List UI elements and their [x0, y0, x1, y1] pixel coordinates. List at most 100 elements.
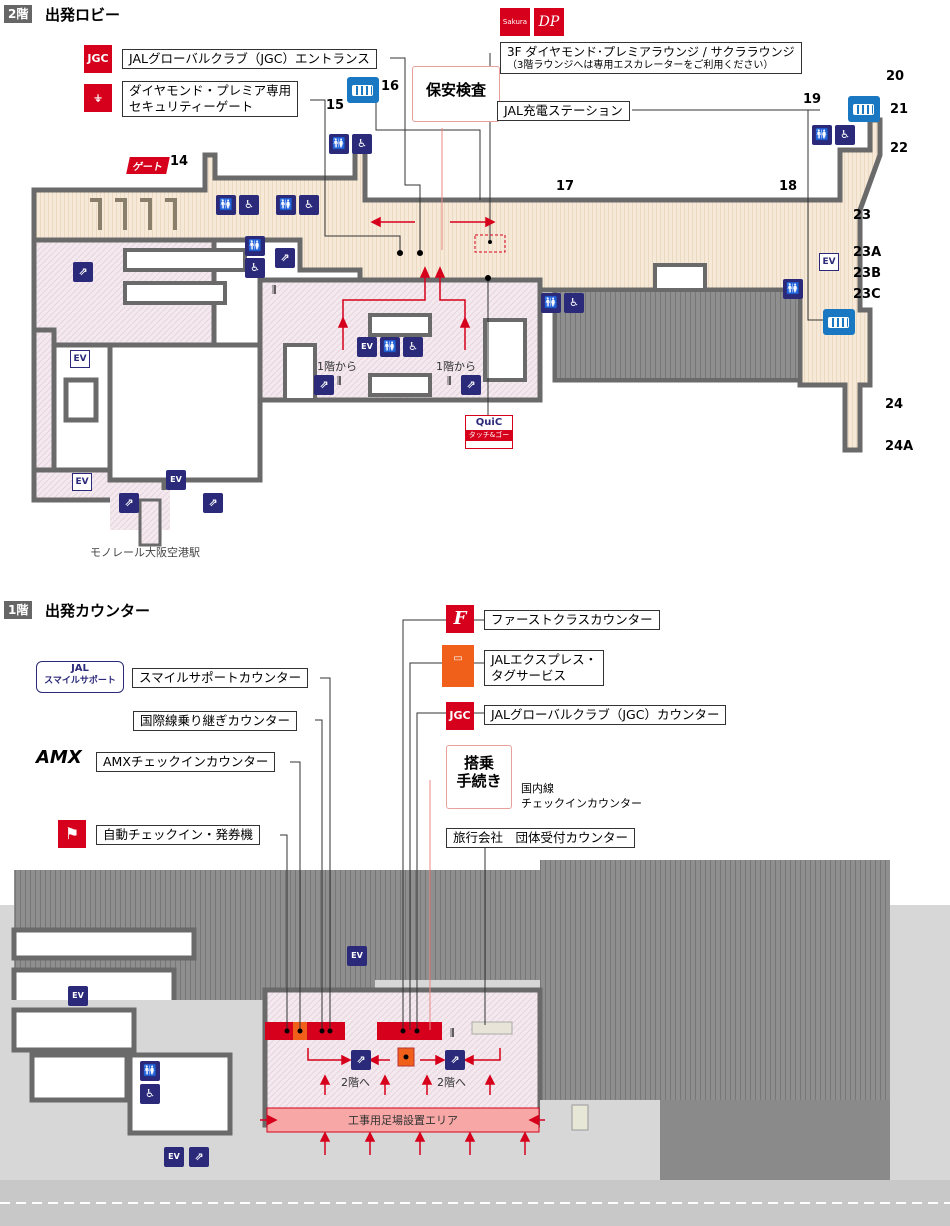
escalator-icon: ⇗: [351, 1050, 371, 1070]
first-class-logo-icon: F: [446, 605, 474, 633]
wheelchair-icon: ♿: [245, 258, 265, 278]
wheelchair-icon: ♿: [299, 195, 319, 215]
domestic-line1: 国内線: [521, 782, 554, 795]
escalator-icon: ⇗: [73, 262, 93, 282]
lounge-line1: 3F ダイヤモンド･プレミアラウンジ / サクララウンジ: [507, 45, 795, 59]
elevator-wheelchair-icon: EV: [166, 470, 186, 490]
lounge-line2: （3階ラウンジへは専用エスカレーターをご利用ください）: [507, 60, 774, 71]
gate-22: 22: [890, 141, 909, 156]
construction-area-label: 工事用足場設置エリア: [348, 1114, 458, 1127]
diamond-security-label: ダイヤモンド・プレミア専用 セキュリティーゲート: [122, 81, 299, 117]
boarding-line1: 搭乗: [463, 754, 494, 772]
toilet-icon: 🚻: [216, 195, 236, 215]
wheelchair-icon: ♿: [564, 293, 584, 313]
quic-logo-text: QuiC: [475, 417, 503, 428]
smile-logo-line1: JAL: [71, 663, 89, 674]
battery-icon: [848, 96, 880, 122]
toilet-icon: 🚻: [276, 195, 296, 215]
gate-20: 20: [886, 69, 905, 84]
from-floor1-left: 1階から: [317, 360, 357, 373]
domestic-line2: チェックインカウンター: [521, 797, 642, 810]
escalator-icon: ⇗: [119, 493, 139, 513]
quic-logo-icon: QuiC タッチ&ゴー: [465, 415, 513, 449]
charging-station-label: JAL充電ステーション: [497, 101, 630, 121]
gate-23A: 23A: [853, 245, 882, 260]
stairs-icon: ⫼: [337, 376, 342, 387]
elevator-wheelchair-icon: EV: [68, 986, 88, 1006]
escalator-icon: ⇗: [203, 493, 223, 513]
security-check-label: 保安検査: [412, 66, 500, 122]
toilet-icon: 🚻: [245, 236, 265, 256]
diamond-security-line2: セキュリティーゲート: [129, 99, 254, 114]
gate-badge: ゲート: [126, 157, 170, 174]
express-line1: JALエクスプレス・: [491, 652, 598, 667]
gate-23: 23: [853, 208, 872, 223]
battery-icon: [823, 309, 855, 335]
toilet-icon: 🚻: [783, 279, 803, 299]
boarding-line2: 手続き: [456, 772, 502, 790]
intl-transfer-counter-label: 国際線乗り継ぎカウンター: [133, 711, 298, 731]
toilet-icon: 🚻: [541, 293, 561, 313]
dp-lounge-logo-icon: DP: [534, 8, 564, 36]
escalator-icon: ⇗: [461, 375, 481, 395]
to-floor2-right: 2階へ: [437, 1076, 466, 1089]
travel-agency-counter-label: 旅行会社 団体受付カウンター: [446, 828, 636, 848]
security-gate-icon: ⍖: [84, 84, 112, 112]
elevator-icon: EV: [72, 473, 92, 491]
gate-18: 18: [779, 179, 798, 194]
jgc-counter-label: JALグローバルクラブ（JGC）カウンター: [484, 705, 727, 725]
stairs-icon: ⫼: [450, 1028, 455, 1039]
floor1-tag: 1階: [4, 601, 33, 619]
auto-checkin-icon: ⚑: [58, 820, 86, 848]
elevator-wheelchair-icon: EV: [357, 337, 377, 357]
express-tag-icon: ▭: [442, 645, 474, 687]
wheelchair-icon: ♿: [835, 125, 855, 145]
monorail-label: モノレール大阪空港駅: [90, 546, 200, 559]
amx-counter-label: AMXチェックインカウンター: [96, 752, 276, 772]
diamond-security-line1: ダイヤモンド・プレミア専用: [129, 83, 292, 98]
gate-23B: 23B: [853, 266, 881, 281]
smile-logo-line2: スマイルサポート: [44, 676, 116, 686]
toilet-icon: 🚻: [329, 134, 349, 154]
floor2-tag: 2階: [4, 5, 33, 23]
first-class-counter-label: ファーストクラスカウンター: [484, 610, 660, 630]
amx-logo-icon: AMX: [36, 747, 82, 768]
from-floor1-right: 1階から: [436, 360, 476, 373]
gate-23C: 23C: [853, 287, 881, 302]
floor2-title: 出発ロビー: [45, 6, 121, 24]
wheelchair-icon: ♿: [239, 195, 259, 215]
domestic-checkin-label: 国内線 チェックインカウンター: [521, 781, 642, 811]
toilet-icon: 🚻: [140, 1061, 160, 1081]
toilet-icon: 🚻: [812, 125, 832, 145]
to-floor2-left: 2階へ: [341, 1076, 370, 1089]
gate-16: 16: [381, 79, 400, 94]
floor1-leader-lines: [260, 619, 545, 1155]
escalator-icon: ⇗: [189, 1147, 209, 1167]
escalator-icon: ⇗: [314, 375, 334, 395]
lounge-label: 3F ダイヤモンド･プレミアラウンジ / サクララウンジ （3階ラウンジへは専用…: [500, 42, 802, 74]
auto-checkin-label: 自動チェックイン・発券機: [96, 825, 261, 845]
smile-support-logo-icon: JAL スマイルサポート: [36, 661, 124, 693]
express-tag-label: JALエクスプレス・ タグサービス: [484, 650, 605, 686]
toilet-icon: 🚻: [380, 337, 400, 357]
boarding-procedure-label: 搭乗 手続き: [446, 745, 512, 809]
gate-21: 21: [890, 102, 909, 117]
wheelchair-icon: ♿: [140, 1084, 160, 1104]
floor2-leader-lines: [310, 53, 825, 418]
elevator-icon: EV: [70, 350, 90, 368]
gate-14: 14: [170, 154, 189, 169]
escalator-icon: ⇗: [275, 248, 295, 268]
sakura-lounge-logo-icon: Sakura Lounge: [500, 8, 530, 54]
gate-15: 15: [326, 98, 345, 113]
gate-17: 17: [556, 179, 575, 194]
express-line2: タグサービス: [491, 668, 567, 683]
gate-24: 24: [885, 397, 904, 412]
smile-support-counter-label: スマイルサポートカウンター: [132, 668, 309, 688]
elevator-icon: EV: [819, 253, 839, 271]
gate-24A: 24A: [885, 439, 914, 454]
elevator-wheelchair-icon: EV: [347, 946, 367, 966]
battery-icon: [347, 77, 379, 103]
gate-19: 19: [803, 92, 822, 107]
floor1-plan: [0, 860, 950, 1226]
